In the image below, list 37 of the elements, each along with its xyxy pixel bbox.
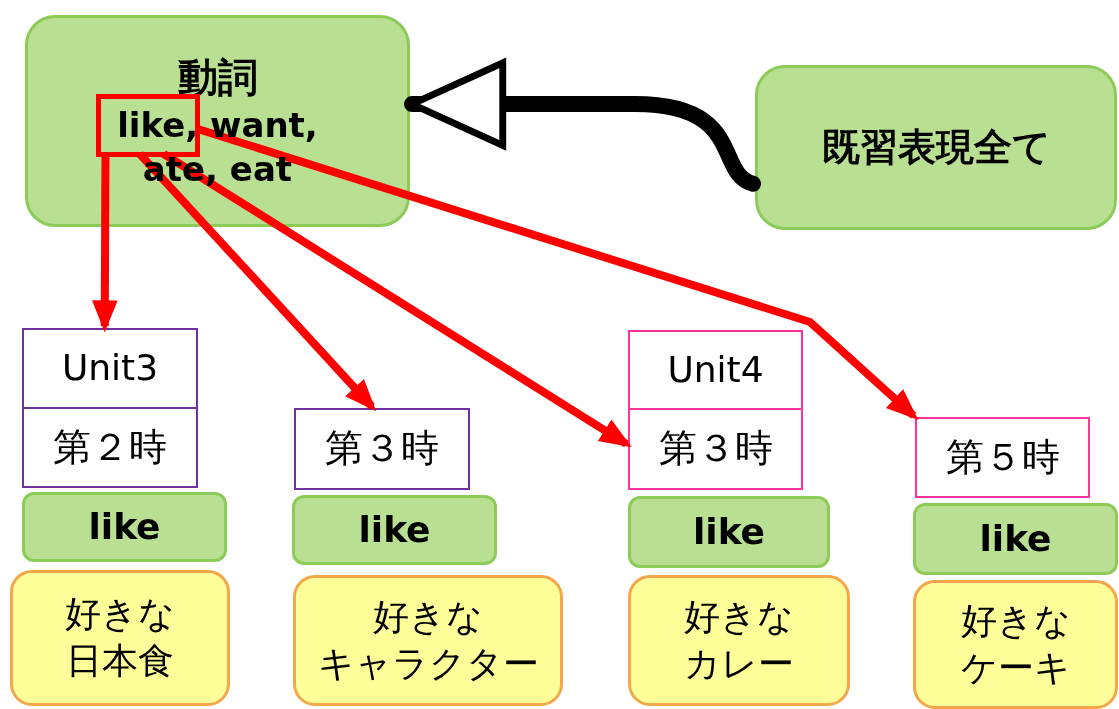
arrow xyxy=(136,151,377,412)
topic-box xyxy=(913,580,1118,709)
box-text: 好きなカレー xyxy=(684,594,794,686)
box-text: like xyxy=(979,516,1052,561)
box-text: like xyxy=(358,507,431,552)
topic-box xyxy=(628,575,850,706)
box-heading: 動詞 xyxy=(177,52,258,102)
lesson-box xyxy=(22,407,198,488)
box-text: 既習表現全て xyxy=(821,123,1051,171)
box-text: Unit4 xyxy=(667,347,764,392)
box-text: 第３時 xyxy=(658,425,773,473)
lesson-box xyxy=(628,408,803,490)
verb-tag xyxy=(628,496,830,568)
box-text: Unit3 xyxy=(61,346,159,391)
box-text: 第２時 xyxy=(53,423,167,471)
expression-box xyxy=(755,65,1117,230)
highlight-box xyxy=(96,94,200,157)
unit-box xyxy=(628,330,803,410)
arrow xyxy=(161,150,632,448)
box-text: 第５時 xyxy=(945,433,1060,481)
box-text: 好きなキャラクター xyxy=(317,594,539,686)
lesson-box xyxy=(294,408,470,490)
arrow xyxy=(92,154,118,333)
verb-tag xyxy=(913,503,1118,575)
box-text: 好きな日本食 xyxy=(65,592,175,683)
topic-box xyxy=(293,575,563,706)
unit-box xyxy=(22,328,198,409)
verb-tag xyxy=(22,492,227,562)
box-text: like xyxy=(692,509,766,554)
lesson-box xyxy=(915,417,1090,498)
verb-tag xyxy=(292,495,497,565)
box-text: 好きなケーキ xyxy=(960,598,1071,690)
verb-box xyxy=(25,15,410,227)
topic-box xyxy=(10,570,230,706)
box-text: like xyxy=(88,504,161,549)
box-text: 第３時 xyxy=(325,425,439,473)
arrow xyxy=(404,59,761,192)
